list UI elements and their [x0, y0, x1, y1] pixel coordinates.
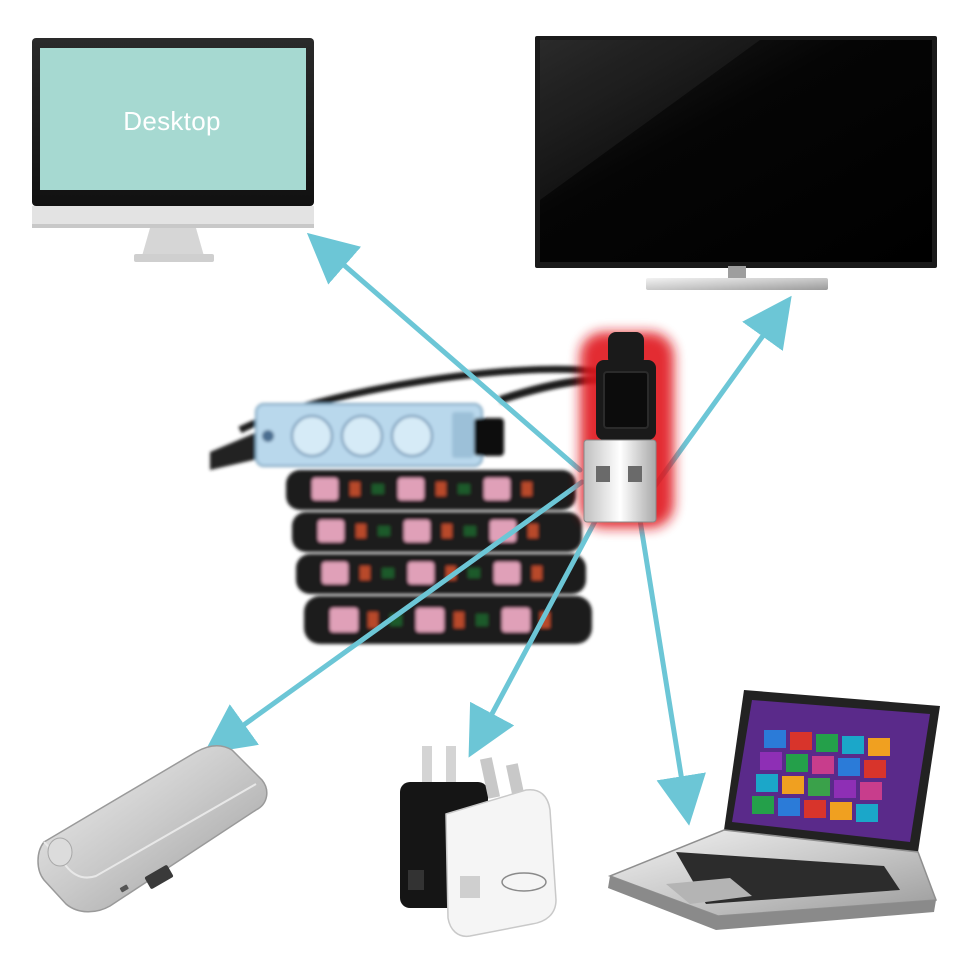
- arrow-to-laptop: [637, 517, 706, 826]
- arrow-to-desktop: [306, 232, 583, 473]
- charger-icon: [400, 746, 557, 938]
- desktop-icon: [32, 38, 314, 262]
- laptop-icon: [607, 690, 940, 930]
- tv-icon: [535, 36, 937, 290]
- led-strip-reel: [210, 365, 641, 644]
- powerbank-icon: [37, 745, 268, 913]
- tv-screen: [540, 40, 932, 262]
- arrow-to-powerbank: [203, 479, 585, 754]
- arrow-to-charger: [468, 509, 603, 758]
- desktop-screen: [40, 48, 306, 190]
- start-tiles: [752, 730, 890, 822]
- remote-controller: [210, 403, 504, 470]
- usb-plug-icon: [580, 332, 674, 528]
